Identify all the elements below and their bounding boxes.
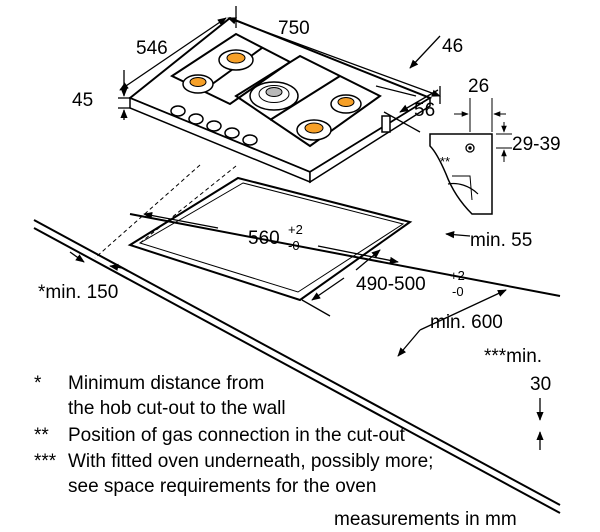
footnote-text: Position of gas connection in the cut-ou… <box>68 425 405 446</box>
footnote-text: the hob cut-out to the wall <box>68 398 286 419</box>
min-front-label: min. 600 <box>430 312 503 333</box>
footnote-text: see space requirements for the oven <box>68 476 377 497</box>
dimension-lines <box>118 6 441 133</box>
footnote-text: Minimum distance from <box>68 373 265 394</box>
footnote-mark: *** <box>34 451 57 472</box>
hob-depth-label: 546 <box>136 38 168 59</box>
gas-side-label: 26 <box>468 76 489 97</box>
footnote-mark: * <box>34 373 42 394</box>
projection-lines <box>94 164 237 259</box>
cutout-depth-label: 490-500 <box>356 274 426 295</box>
burner-wok-centre <box>249 81 299 111</box>
min-oven-label: ***min. <box>484 346 542 367</box>
gas-marker-label: ** <box>440 154 450 169</box>
hob-width-label: 750 <box>278 18 310 39</box>
cutout-width-tol-lower: -0 <box>288 238 300 253</box>
cutout-width-tol-upper: +2 <box>288 222 303 237</box>
cutout-width-label: 560 <box>248 228 280 249</box>
units-footer: measurements in mm <box>334 509 517 530</box>
burner-rear-right <box>330 94 362 114</box>
hob-height-label: 45 <box>72 90 93 111</box>
cutout-depth-tol-lower: -0 <box>452 284 464 299</box>
burner-front-left <box>182 74 214 94</box>
gas-connection-detail <box>429 98 512 215</box>
back-offset-label: 46 <box>442 36 463 57</box>
burner-front-right <box>296 119 332 141</box>
min-wall-label: *min. 150 <box>38 282 118 303</box>
control-knobs <box>170 105 258 146</box>
min-back-label: min. 55 <box>470 230 532 251</box>
gas-height-label: 29-39 <box>512 134 561 155</box>
right-offset-label: 56 <box>414 100 435 121</box>
burner-rear-left <box>218 49 254 71</box>
worktop-dimensions <box>69 211 544 450</box>
cutout-depth-tol-upper: +2 <box>450 268 465 283</box>
min-oven-value: 30 <box>530 374 551 395</box>
footnote-mark: ** <box>34 425 49 446</box>
footnote-text: With fitted oven underneath, possibly mo… <box>68 451 434 472</box>
cutout-opening <box>127 176 413 302</box>
